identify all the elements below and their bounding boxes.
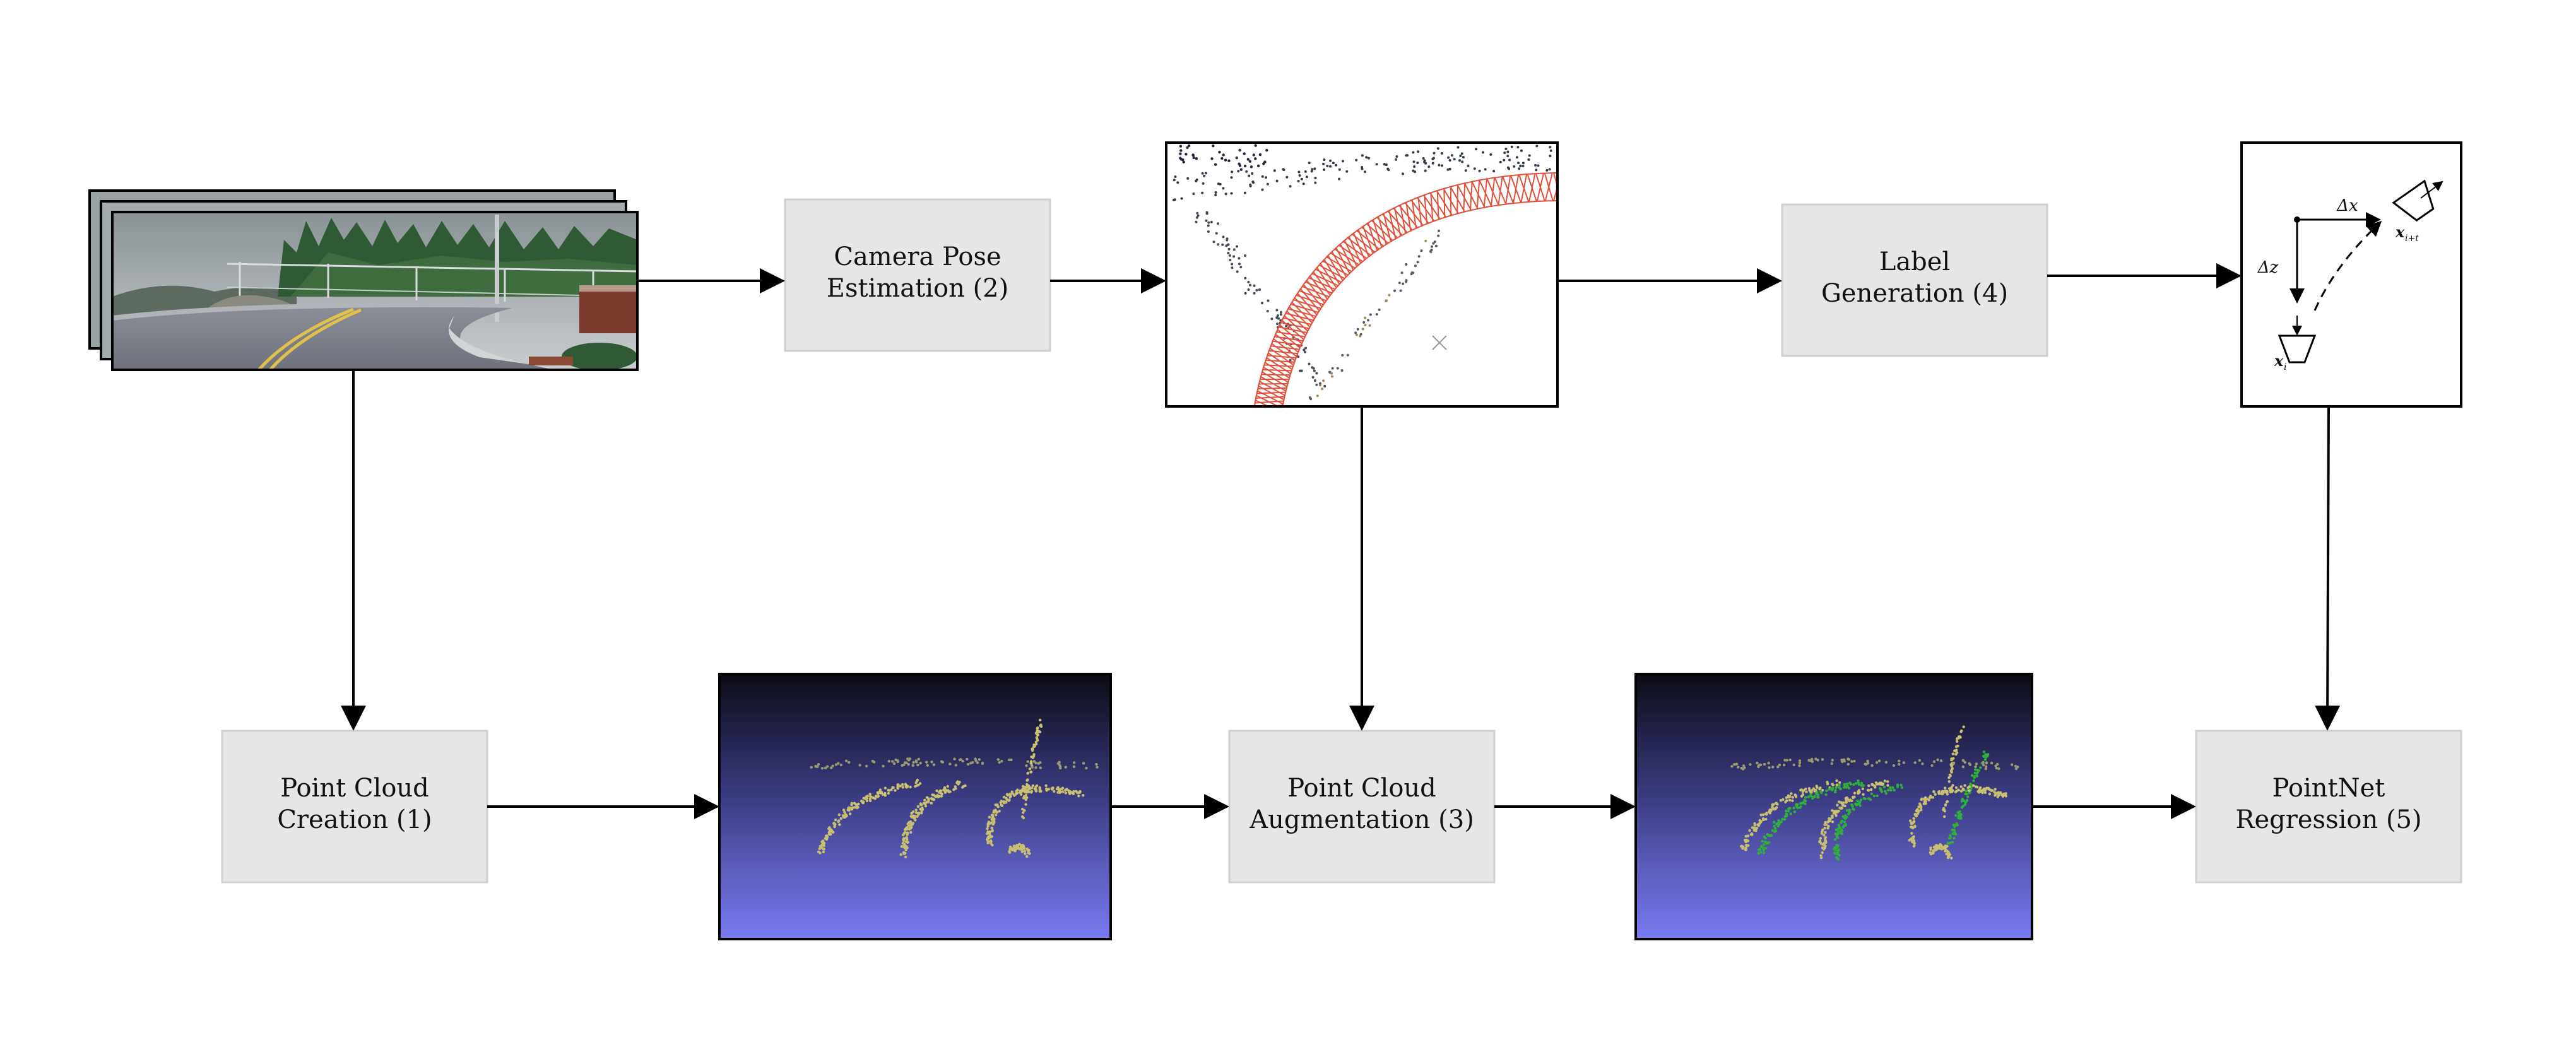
label-diagram: Δx Δz x i x i+t — [2240, 141, 2462, 408]
camera-image-stack — [88, 189, 639, 371]
pointnet-regression-line2: Regression (5) — [2235, 805, 2421, 834]
point-cloud-augmentation-line1: Point Cloud — [1287, 774, 1436, 803]
delta-x-label: Δx — [2336, 196, 2358, 215]
start-pose-icon — [2278, 334, 2317, 364]
trajectory-point-cloud — [1173, 144, 1552, 401]
camera-pose-box: Camera Pose Estimation (2) — [784, 198, 1051, 352]
arrow-diagram-to-pointnet — [2315, 406, 2341, 731]
point-cloud-augmentation-line2: Augmentation (3) — [1249, 805, 1474, 834]
camera-image-front — [112, 212, 637, 370]
label-generation-line2: Generation (4) — [1821, 279, 2008, 308]
pointnet-regression-line1: PointNet — [2272, 774, 2385, 803]
augmented-point-cloud-image — [1634, 673, 2033, 940]
camera-pose-line1: Camera Pose — [834, 242, 1001, 271]
trajectory-camera-frustums — [1253, 172, 1557, 406]
point-cloud-creation-box: Point Cloud Creation (1) — [221, 730, 488, 884]
x-it-label: x — [2395, 223, 2405, 241]
point-cloud-points — [810, 718, 1099, 859]
trajectory-cross-marker — [1432, 335, 1447, 350]
label-generation-line1: Label — [1879, 247, 1950, 276]
label-generation-box: Label Generation (4) — [1781, 203, 2048, 357]
delta-z-label: Δz — [2257, 258, 2279, 277]
point-cloud-image — [718, 673, 1112, 940]
end-pose-icon — [2392, 179, 2435, 222]
x-i-label: x — [2274, 352, 2284, 370]
point-cloud-augmentation-box: Point Cloud Augmentation (3) — [1228, 730, 1496, 884]
arrows — [341, 263, 2341, 819]
camera-pose-line2: Estimation (2) — [827, 274, 1008, 303]
x-i-subscript: i — [2284, 362, 2286, 372]
trajectory-plot — [1165, 141, 1559, 408]
point-cloud-creation-line2: Creation (1) — [277, 805, 432, 834]
point-cloud-creation-line1: Point Cloud — [280, 774, 429, 803]
augmented-point-cloud-points — [1730, 725, 2019, 861]
x-it-subscript: i+t — [2405, 234, 2419, 244]
pointnet-regression-box: PointNet Regression (5) — [2195, 730, 2462, 884]
